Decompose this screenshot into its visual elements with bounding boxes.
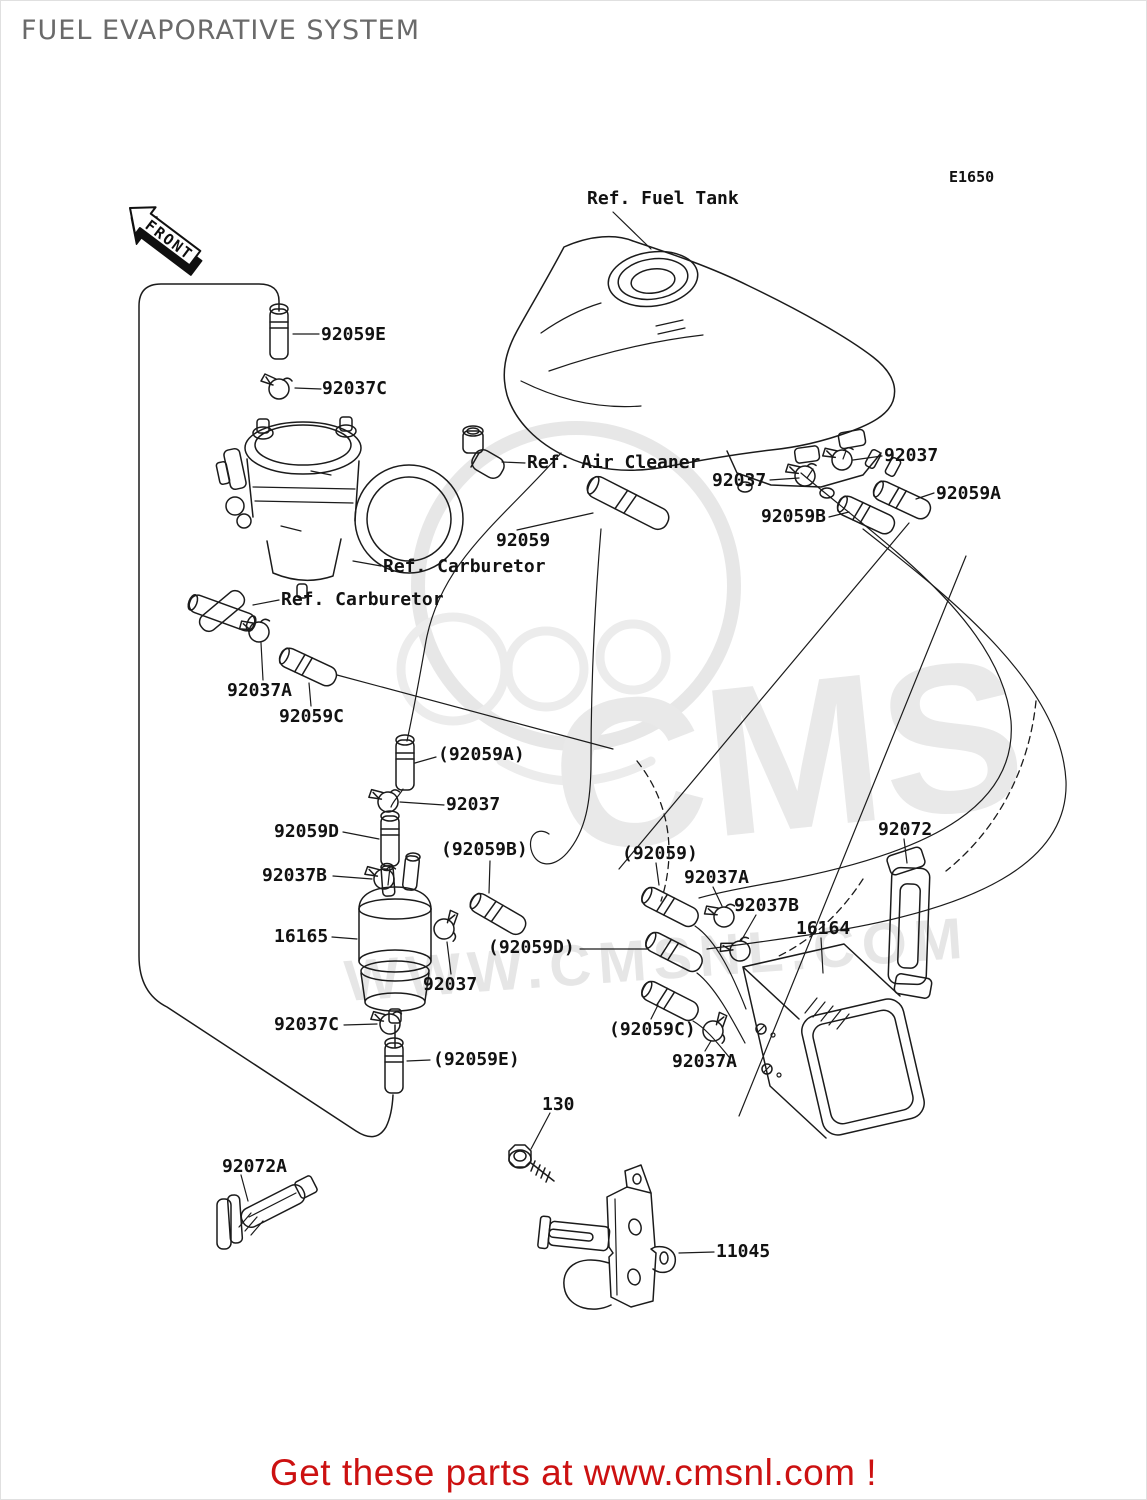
joint-92059e <box>269 303 289 360</box>
part-label-92037-lower: 92037 <box>423 974 478 995</box>
carburetor-drawing <box>215 416 464 599</box>
joint-92059e-installed <box>384 1037 404 1094</box>
diagram-code: E1650 <box>949 168 995 186</box>
strap-92072 <box>886 846 933 999</box>
hose-92059-installed <box>637 883 703 931</box>
part-label-92059b: 92059B <box>761 506 827 527</box>
part-label-92037a-right: 92037A <box>684 867 750 888</box>
part-label-92059b-installed: (92059B) <box>441 839 528 860</box>
air-cleaner-elbow <box>462 425 505 479</box>
page-title: FUEL EVAPORATIVE SYSTEM <box>21 15 421 46</box>
front-arrow: FRONT <box>129 206 203 276</box>
part-label-92059c-installed: (92059C) <box>609 1019 696 1040</box>
hose-92059b-installed <box>466 889 530 939</box>
part-label-130: 130 <box>542 1094 575 1115</box>
bolt-130 <box>508 1144 555 1183</box>
hose-92059b <box>833 492 899 538</box>
routing-curves <box>336 450 1067 1117</box>
part-label-16164: 16164 <box>796 918 851 939</box>
fuel-tank-drawing <box>503 235 902 499</box>
part-label-92059c: 92059C <box>279 706 345 727</box>
part-label-92037b-right: 92037B <box>734 895 800 916</box>
canister-16165 <box>358 852 432 1048</box>
part-label-11045: 11045 <box>716 1241 771 1262</box>
part-label-92072: 92072 <box>878 819 933 840</box>
part-label-16165: 16165 <box>274 926 329 947</box>
ref-label-fuel-tank: Ref. Fuel Tank <box>587 188 739 209</box>
routing-hose-loop <box>138 283 394 1138</box>
part-label-92037-tank-right: 92037 <box>884 445 939 466</box>
part-label-92037c-top: 92037C <box>322 378 388 399</box>
part-label-92037b-left: 92037B <box>262 865 328 886</box>
joint-92059d <box>380 810 400 867</box>
ref-label-carburetor-upper: Ref. Carburetor <box>383 556 546 577</box>
part-label-92072a: 92072A <box>222 1156 288 1177</box>
cross-fitting <box>187 589 257 633</box>
hose-92059 <box>583 472 673 534</box>
part-label-92059-installed: (92059) <box>622 843 698 864</box>
ref-label-carburetor-lower: Ref. Carburetor <box>281 589 444 610</box>
canister-16164 <box>742 943 925 1139</box>
part-label-92059d-installed: (92059D) <box>488 937 575 958</box>
part-label-92059a-installed: (92059A) <box>438 744 525 765</box>
part-label-92059e: 92059E <box>321 324 387 345</box>
hose-92059a <box>869 477 935 523</box>
bracket-11045 <box>537 1164 677 1310</box>
part-label-92037-mid: 92037 <box>446 794 501 815</box>
part-label-92059e-installed: (92059E) <box>433 1049 520 1070</box>
part-label-92037a-left: 92037A <box>227 680 293 701</box>
footer-cta-link[interactable]: Get these parts at www.cmsnl.com ! <box>269 1452 878 1493</box>
watermark-big-text: CMS <box>541 613 1034 898</box>
strap-92072a <box>216 1175 318 1250</box>
ref-label-air-cleaner: Ref. Air Cleaner <box>527 452 701 473</box>
part-label-92037c-bottom: 92037C <box>274 1014 340 1035</box>
part-label-92059d: 92059D <box>274 821 340 842</box>
part-label-92037a-bottom: 92037A <box>672 1051 738 1072</box>
joint-92059a-installed <box>395 734 415 791</box>
leader-lines <box>240 211 935 1254</box>
part-label-92059: 92059 <box>496 530 551 551</box>
part-label-92059a: 92059A <box>936 483 1002 504</box>
part-label-92037-tank-left: 92037 <box>712 470 767 491</box>
